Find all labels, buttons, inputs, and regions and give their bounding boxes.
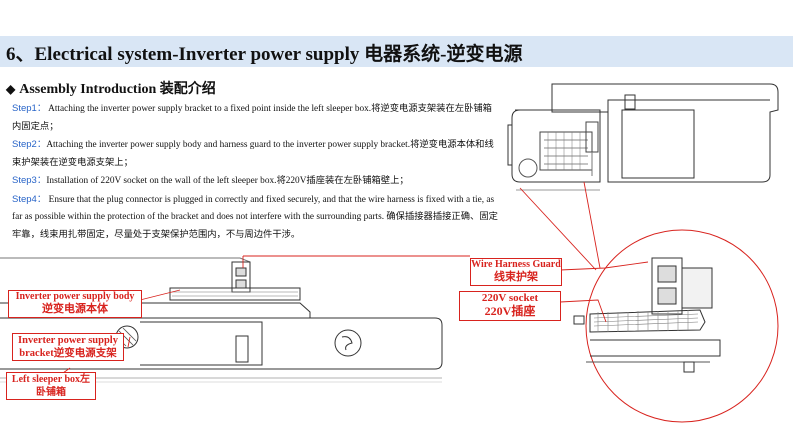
inverter-assembly-drawing xyxy=(0,257,443,383)
step-text: Attaching the inverter power supply brac… xyxy=(12,104,492,132)
title-bar: 6、Electrical system-Inverter power suppl… xyxy=(0,36,793,67)
section-heading: ◆Assembly Introduction 装配介绍 xyxy=(6,78,216,98)
step-label: Step4： xyxy=(12,193,47,205)
step-label: Step3： xyxy=(12,175,47,186)
leader-lines xyxy=(62,181,649,374)
step-item: Step3：Installation of 220V socket on the… xyxy=(12,172,499,191)
detail-magnifier-drawing xyxy=(573,229,779,423)
page-title: 6、Electrical system-Inverter power suppl… xyxy=(6,44,523,65)
step-item: Step1： Attaching the inverter power supp… xyxy=(12,100,499,136)
callout-inverter-bracket-cn: bracket逆变电源支架 xyxy=(19,348,117,359)
callout-wire-harness-guard: Wire Harness Guard 线束护架 xyxy=(470,258,562,286)
callout-wire-harness-guard-en: Wire Harness Guard xyxy=(471,259,561,270)
callout-220v-socket: 220V socket 220V插座 xyxy=(459,291,561,321)
callout-inverter-bracket: Inverter power supply bracket逆变电源支架 xyxy=(12,333,124,361)
callout-inverter-body: Inverter power supply body 逆变电源本体 xyxy=(8,290,142,318)
step-item: Step2：Attaching the inverter power suppl… xyxy=(12,136,499,172)
callout-wire-harness-guard-cn: 线束护架 xyxy=(494,271,538,283)
callout-left-sleeper-box-text: Left sleeper box左卧铺箱 xyxy=(11,374,91,398)
callout-inverter-body-cn: 逆变电源本体 xyxy=(42,303,108,315)
callout-inverter-body-en: Inverter power supply body xyxy=(15,291,135,302)
callout-inverter-bracket-en: Inverter power supply xyxy=(18,335,118,346)
step-item: Step4： Ensure that the plug connector is… xyxy=(12,191,499,245)
steps-list: Step1： Attaching the inverter power supp… xyxy=(12,100,499,244)
callout-220v-socket-cn: 220V插座 xyxy=(484,304,536,318)
diamond-bullet-icon: ◆ xyxy=(6,82,16,96)
step-text: Ensure that the plug connector is plugge… xyxy=(12,194,498,240)
step-text: Installation of 220V socket on the wall … xyxy=(46,176,409,186)
callout-220v-socket-en: 220V socket xyxy=(481,292,539,304)
callout-left-sleeper-box: Left sleeper box左卧铺箱 xyxy=(6,372,96,400)
step-label: Step2： xyxy=(12,139,47,150)
step-text: Attaching the inverter power supply body… xyxy=(12,140,494,168)
step-label: Step1： xyxy=(12,103,47,114)
cab-overview-drawing xyxy=(507,83,779,191)
section-heading-text: Assembly Introduction 装配介绍 xyxy=(19,82,216,97)
